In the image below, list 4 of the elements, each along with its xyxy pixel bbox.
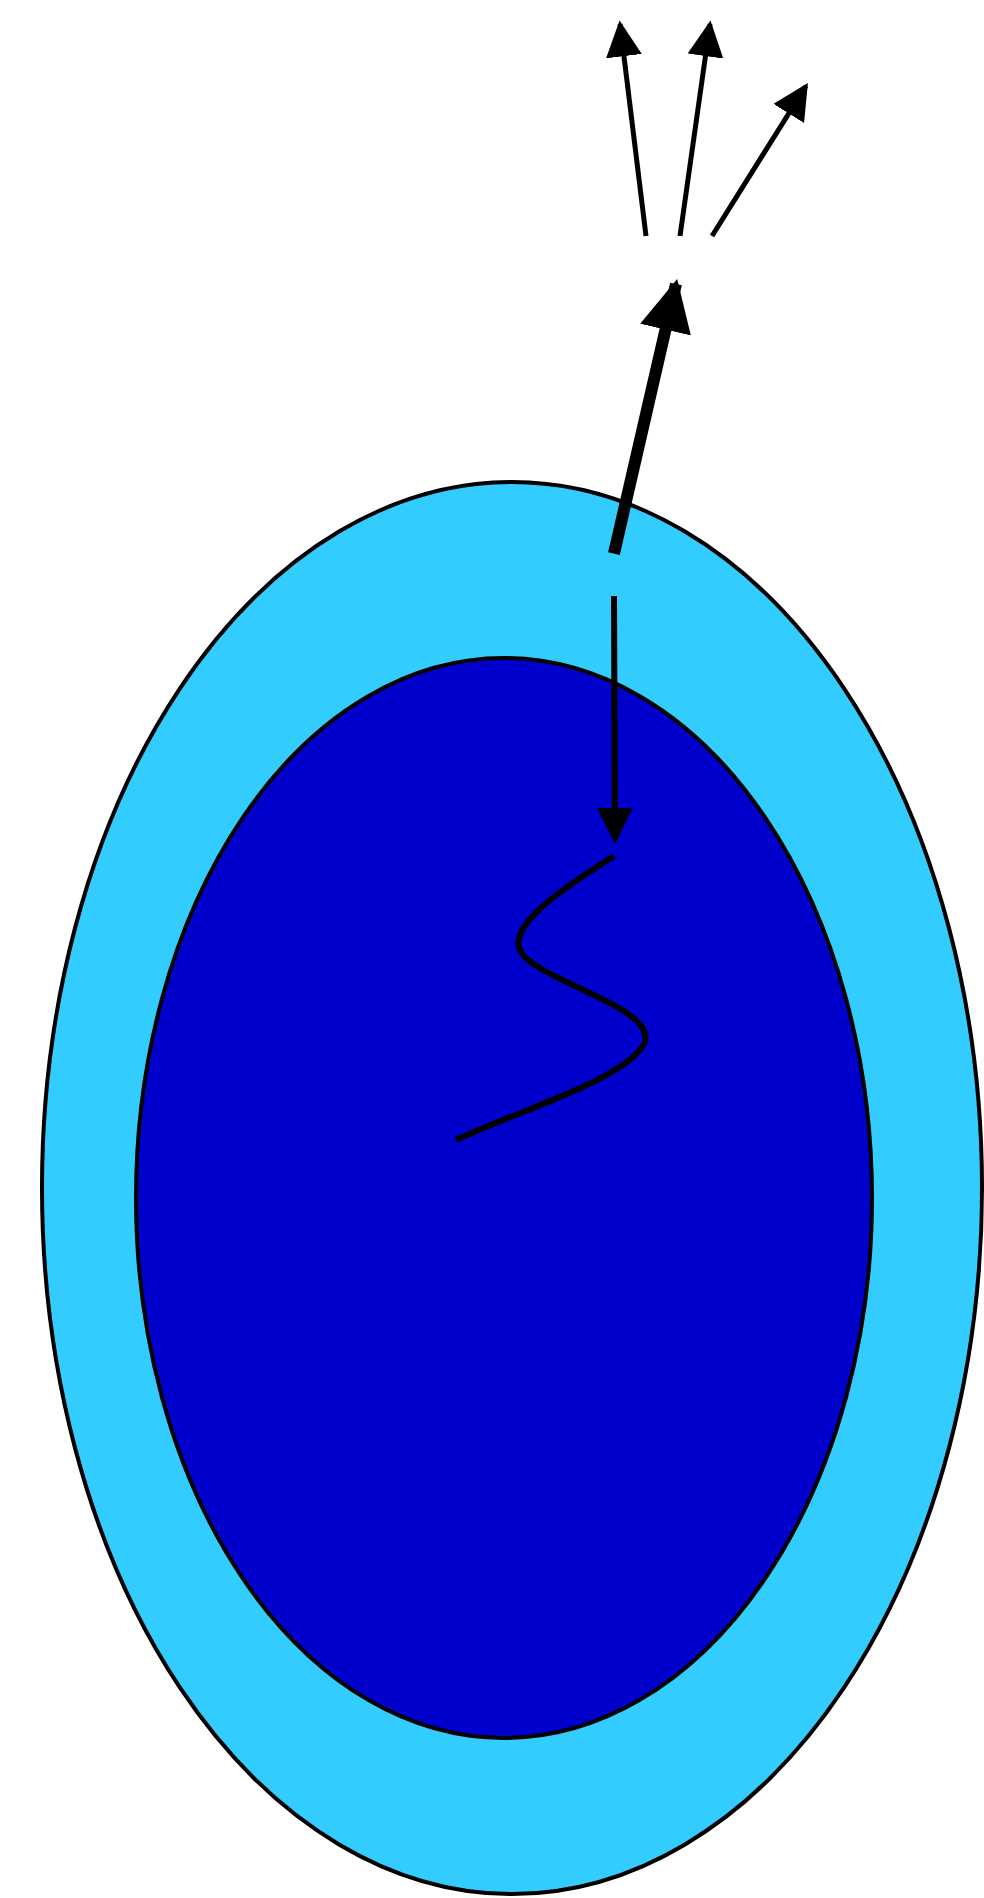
arrow	[596, 596, 633, 844]
arrow	[608, 278, 691, 555]
ellipse-region	[134, 656, 874, 1740]
ellipse-region	[40, 480, 984, 1896]
